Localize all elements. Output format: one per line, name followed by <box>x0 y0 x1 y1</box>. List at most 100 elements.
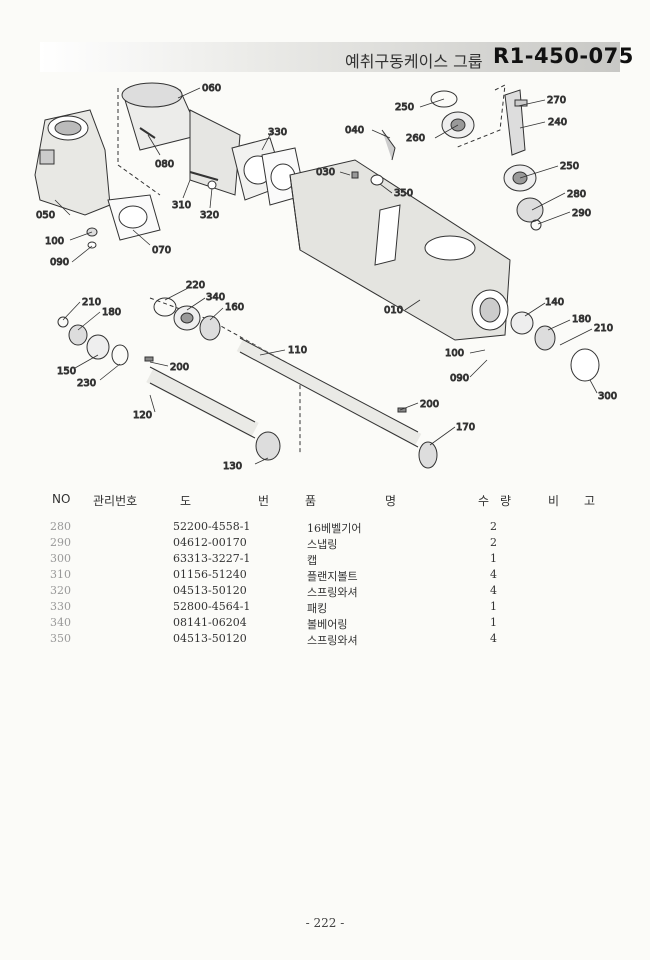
col-header-remarks-a: 비 <box>548 494 560 508</box>
callout-180: 180 <box>102 307 121 318</box>
part-qty: 1 <box>490 552 497 565</box>
part-210-ring-left <box>57 316 69 328</box>
part-no: 340 <box>50 616 71 629</box>
part-qty: 4 <box>490 568 497 581</box>
part-290-snap-ring <box>530 219 542 231</box>
part-code: 04513-50120 <box>173 584 247 597</box>
part-name: 플랜지볼트 <box>307 570 358 583</box>
part-130-collar <box>255 431 281 461</box>
group-title: 예취구동케이스 그룹 <box>345 52 483 71</box>
callout-070: 070 <box>152 245 171 256</box>
header-band <box>40 42 620 72</box>
callout-150: 150 <box>57 366 76 377</box>
part-330-gasket <box>231 137 306 206</box>
part-030-pin <box>351 171 359 179</box>
part-qty: 4 <box>490 632 497 645</box>
part-310-flange-bolt <box>189 171 219 181</box>
callout-270: 270 <box>547 95 566 106</box>
part-340-bearing <box>173 305 201 331</box>
callout-300: 300 <box>598 391 617 402</box>
part-code: 04612-00170 <box>173 536 247 549</box>
callout-330: 330 <box>268 127 287 138</box>
callout-290: 290 <box>572 208 591 219</box>
part-name: 캡 <box>307 554 318 567</box>
callout-320: 320 <box>200 210 219 221</box>
page-number: - 222 - <box>305 916 345 930</box>
callout-250: 250 <box>395 102 414 113</box>
callout-180b: 180 <box>572 314 591 325</box>
table-row: 340 08141-06204 볼베어링 1 <box>0 616 650 632</box>
part-160-gear <box>199 315 221 341</box>
part-120-tube <box>146 366 259 439</box>
callout-340: 340 <box>206 292 225 303</box>
callout-200: 200 <box>170 362 189 373</box>
part-200-key-upper <box>144 356 154 362</box>
table-row: 300 63313-3227-1 캡 1 <box>0 552 650 568</box>
part-name: 볼베어링 <box>307 618 348 631</box>
part-no: 350 <box>50 632 71 645</box>
part-240-shaft <box>454 84 528 156</box>
part-060-tube <box>121 82 241 196</box>
part-code: 52800-4564-1 <box>173 600 251 613</box>
callout-260: 260 <box>406 133 425 144</box>
part-no: 280 <box>50 520 71 533</box>
callout-130: 130 <box>223 461 242 472</box>
callout-010: 010 <box>384 305 403 316</box>
part-no: 330 <box>50 600 71 613</box>
part-300-cap <box>570 348 600 382</box>
callout-170: 170 <box>456 422 475 433</box>
part-no: 310 <box>50 568 71 581</box>
part-140-bearing <box>510 311 534 335</box>
part-220-snap-ring <box>153 297 177 317</box>
callout-230: 230 <box>77 378 96 389</box>
part-170-gear <box>418 441 438 469</box>
part-qty: 1 <box>490 600 497 613</box>
part-code: 08141-06204 <box>173 616 247 629</box>
table-row: 330 52800-4564-1 패킹 1 <box>0 600 650 616</box>
callout-100b: 100 <box>445 348 464 359</box>
col-header-mgmt-no: 관리번호 <box>93 494 138 508</box>
part-050-housing <box>34 109 111 216</box>
part-code: 63313-3227-1 <box>173 552 251 565</box>
col-header-name: 명 <box>385 494 397 508</box>
part-040-bolt <box>381 129 396 161</box>
callout-100: 100 <box>45 236 64 247</box>
callout-310: 310 <box>172 200 191 211</box>
part-280-bevel-gear <box>516 197 544 223</box>
callout-030: 030 <box>316 167 335 178</box>
part-200-key-lower <box>397 407 407 413</box>
col-header-part: 품 <box>305 494 317 508</box>
callout-220: 220 <box>186 280 205 291</box>
col-header-qty-a: 수 <box>478 494 490 508</box>
part-180-gear-left <box>68 324 88 346</box>
part-010-main-case <box>289 159 511 341</box>
table-row: 310 01156-51240 플랜지볼트 4 <box>0 568 650 584</box>
table-row: 320 04513-50120 스프링와셔 4 <box>0 584 650 600</box>
callout-160: 160 <box>225 302 244 313</box>
callout-060: 060 <box>202 83 221 94</box>
col-header-remarks-b: 고 <box>584 494 596 508</box>
part-name: 패킹 <box>307 602 328 615</box>
callout-240: 240 <box>548 117 567 128</box>
part-no: 290 <box>50 536 71 549</box>
col-header-no: NO <box>52 492 71 506</box>
part-code: 01156-51240 <box>173 568 247 581</box>
part-250-snap-ring <box>430 90 458 108</box>
col-header-qty-b: 량 <box>500 494 512 508</box>
part-110-shaft <box>236 337 422 448</box>
callout-040: 040 <box>345 125 364 136</box>
table-row: 290 04612-00170 스냅링 2 <box>0 536 650 552</box>
part-qty: 1 <box>490 616 497 629</box>
part-150-bearing <box>86 334 110 360</box>
callout-090b: 090 <box>450 373 469 384</box>
callout-210b: 210 <box>594 323 613 334</box>
part-code: 04513-50120 <box>173 632 247 645</box>
callout-050: 050 <box>36 210 55 221</box>
callout-140: 140 <box>545 297 564 308</box>
group-code: R1-450-075 <box>493 44 634 68</box>
part-090-washer <box>87 241 97 249</box>
callout-200b: 200 <box>420 399 439 410</box>
callout-280: 280 <box>567 189 586 200</box>
table-row: 280 52200-4558-1 16베벨기어 2 <box>0 520 650 536</box>
col-header-drawing: 도 <box>180 494 192 508</box>
